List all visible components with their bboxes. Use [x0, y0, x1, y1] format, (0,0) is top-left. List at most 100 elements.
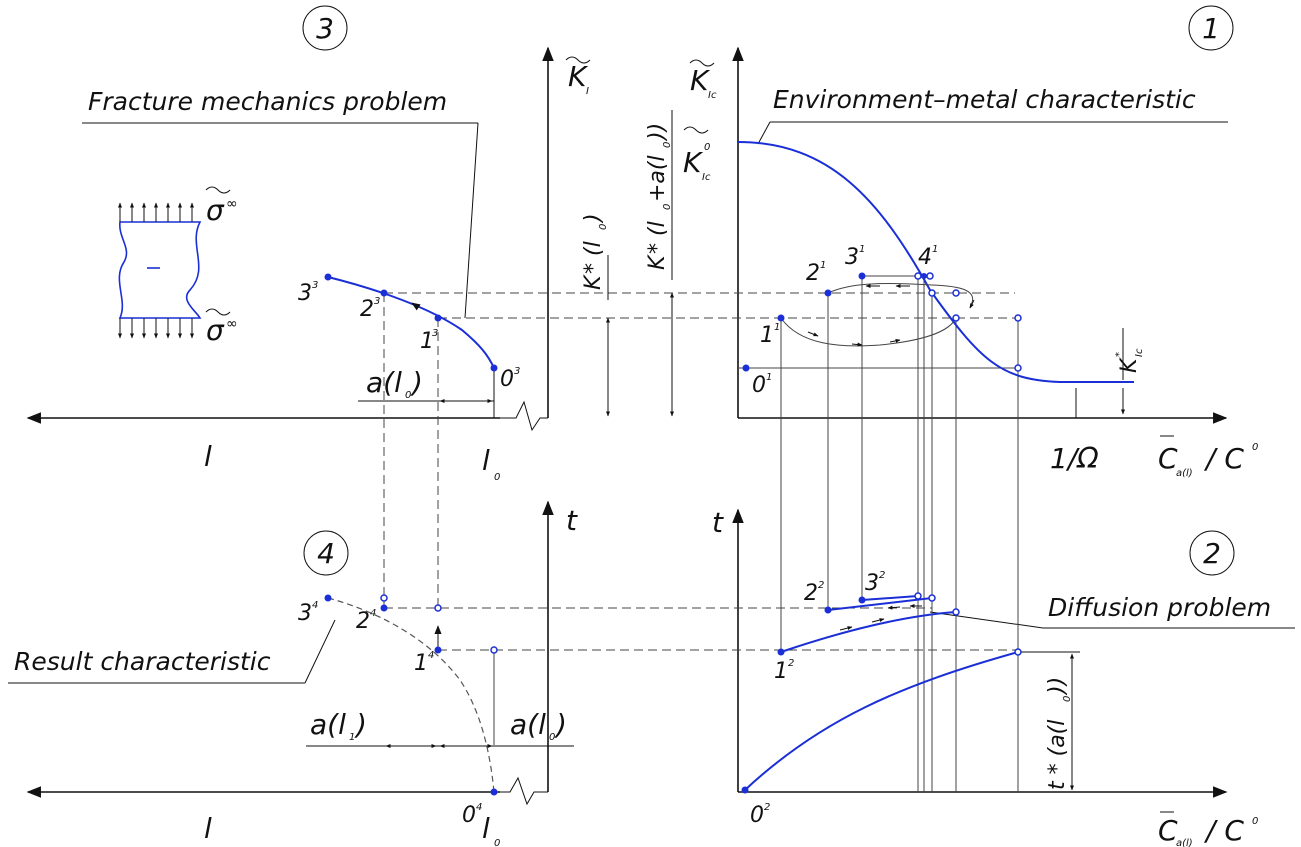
svg-text:1: 1 — [760, 323, 774, 348]
quadrant-1-badge: 1 — [1188, 5, 1234, 51]
title-environment-metal: Environment–metal characteristic — [773, 85, 1196, 114]
point-2-2 — [824, 606, 832, 614]
projection-lines — [738, 275, 1019, 792]
k1-crack-curve — [327, 276, 495, 369]
svg-text:K: K — [690, 64, 711, 97]
title-result: Result characteristic — [14, 647, 271, 676]
dashed-connectors — [383, 292, 1018, 745]
svg-text:1: 1 — [349, 732, 355, 743]
svg-text:∞: ∞ — [226, 196, 238, 212]
svg-text:Ic: Ic — [702, 172, 711, 183]
svg-text:0: 0 — [662, 142, 673, 148]
svg-text:+a(l: +a(l — [645, 155, 670, 202]
sigma-top: σ — [206, 194, 225, 227]
point-3-3 — [324, 273, 332, 281]
svg-text:C: C — [1158, 814, 1178, 847]
svg-text:4: 4 — [370, 608, 376, 619]
a-l1-dimension: a(l 1 ) a(l 0 ) — [306, 708, 574, 748]
svg-text:2: 2 — [804, 581, 818, 606]
svg-text:): ) — [410, 366, 423, 399]
title-diffusion: Diffusion problem — [1048, 593, 1271, 622]
point-0-3 — [490, 364, 498, 372]
svg-text:3: 3 — [514, 366, 520, 377]
quadrant-4-number: 4 — [317, 537, 335, 570]
q2-points — [741, 592, 1022, 794]
point-1-1 — [777, 314, 785, 322]
svg-text:K: K — [683, 146, 704, 179]
svg-text:0: 0 — [549, 732, 555, 743]
point-1-4 — [434, 646, 442, 654]
q1-path-1-to-4 — [780, 283, 975, 347]
svg-text:3: 3 — [374, 296, 380, 307]
point-4-1 — [926, 272, 934, 280]
svg-text:2: 2 — [356, 609, 370, 634]
svg-text:1: 1 — [932, 244, 938, 255]
svg-text:0: 0 — [500, 367, 514, 392]
svg-text:l: l — [482, 444, 490, 477]
svg-text:* (l: * (l — [645, 221, 670, 254]
svg-text:C: C — [1158, 442, 1178, 475]
l0-label-lower: l 0 — [482, 812, 500, 847]
k1-star-l0-dimension: K * (l 0 ) — [581, 213, 610, 417]
svg-text:1: 1 — [859, 244, 865, 255]
svg-text:0: 0 — [494, 838, 500, 847]
svg-text:1: 1 — [774, 659, 788, 684]
sigma-bottom: σ — [206, 314, 225, 347]
svg-text:0: 0 — [704, 142, 710, 153]
svg-text:K: K — [581, 274, 606, 290]
kic-degradation-curve — [737, 141, 1134, 383]
svg-text:4: 4 — [918, 245, 932, 270]
svg-text:*: * — [1114, 352, 1125, 357]
svg-text:Ic: Ic — [1134, 348, 1145, 357]
svg-text:K: K — [568, 60, 589, 93]
svg-text:/ C: / C — [1203, 814, 1244, 847]
title-fracture-mechanics: Fracture mechanics problem — [88, 87, 447, 116]
svg-text:1: 1 — [414, 651, 428, 676]
result-curve — [327, 597, 495, 793]
svg-text:): ) — [554, 708, 567, 741]
upper-axis-break — [500, 400, 548, 432]
kic-axis-label: K Ic — [689, 59, 717, 101]
svg-text:0: 0 — [598, 224, 609, 230]
q3-points — [324, 273, 498, 372]
quadrant-1-number: 1 — [1202, 12, 1220, 45]
svg-text:1: 1 — [820, 260, 826, 271]
svg-text:a(l: a(l — [310, 708, 346, 741]
lower-axis-break — [500, 776, 548, 806]
l-label-lower: l — [204, 812, 212, 845]
point-3-4 — [324, 594, 332, 602]
svg-text:)): )) — [1045, 677, 1070, 696]
k1-axis-label: K I — [565, 56, 591, 97]
svg-text:3: 3 — [432, 328, 438, 339]
svg-text:t * (a(l: t * (a(l — [1045, 720, 1070, 790]
l0-label-upper: l 0 — [482, 444, 500, 483]
point-3-2 — [858, 596, 866, 604]
q4-points — [324, 594, 498, 796]
point-2-4 — [380, 604, 388, 612]
svg-text:4: 4 — [312, 600, 318, 611]
svg-text:a(l): a(l) — [1176, 838, 1193, 847]
svg-text:I: I — [586, 86, 589, 97]
point-2-1 — [824, 289, 832, 297]
svg-text:0: 0 — [1252, 442, 1258, 453]
svg-text:0: 0 — [494, 472, 500, 483]
svg-text:4: 4 — [428, 650, 434, 661]
c-ratio-label-lower: C a(l) / C 0 — [1158, 811, 1258, 847]
svg-text:): ) — [354, 708, 367, 741]
quadrant-3-number: 3 — [316, 12, 334, 45]
svg-text:K: K — [1117, 357, 1142, 373]
svg-text:0: 0 — [1062, 696, 1073, 702]
quadrant-2-badge: 2 — [1189, 530, 1235, 576]
svg-text:2: 2 — [818, 580, 824, 591]
svg-text:2: 2 — [788, 658, 794, 669]
svg-text:0: 0 — [405, 390, 411, 401]
svg-text:a(l: a(l — [366, 366, 402, 399]
kic0-label: K Ic 0 — [683, 126, 711, 183]
point-1-2 — [777, 648, 785, 656]
svg-text:a(l): a(l) — [1176, 468, 1193, 479]
